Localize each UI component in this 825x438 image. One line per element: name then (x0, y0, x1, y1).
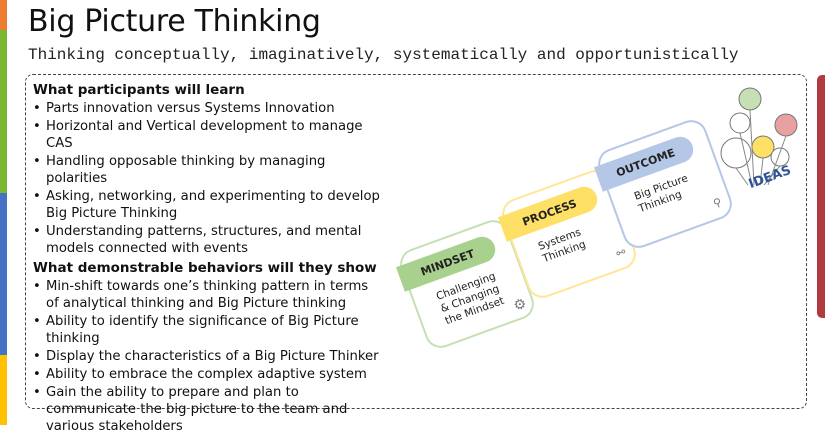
list-item: Gain the ability to prepare and plan to … (33, 384, 385, 435)
accent-strip-yellow (0, 355, 7, 425)
learning-column: What participants will learn Parts innov… (33, 82, 385, 438)
list-item: Min-shift towards one’s thinking pattern… (33, 278, 385, 312)
list-item: Asking, networking, and experimenting to… (33, 188, 385, 222)
mindset-text: Challenging & Changing the Mindset (434, 270, 506, 328)
accent-strip-blue (0, 193, 7, 355)
accent-strip-green (0, 30, 7, 193)
behaviors-heading: What demonstrable behaviors will they sh… (33, 260, 377, 276)
outcome-text: Big Picture Thinking (632, 172, 690, 216)
hierarchy-icon: ⚲ (711, 195, 724, 211)
page-title: Big Picture Thinking (28, 4, 321, 39)
list-item: Ability to embrace the complex adaptive … (33, 366, 385, 383)
side-accent-bar (817, 75, 825, 318)
list-item: Display the characteristics of a Big Pic… (33, 348, 385, 365)
page-subtitle: Thinking conceptually, imaginatively, sy… (28, 46, 739, 64)
accent-strip-orange (0, 0, 7, 30)
list-item: Handling opposable thinking by managing … (33, 153, 385, 187)
learn-heading: What participants will learn (33, 82, 245, 98)
lightbulbs-icon (720, 87, 798, 186)
list-item: Horizontal and Vertical development to m… (33, 118, 385, 152)
behaviors-list: Min-shift towards one’s thinking pattern… (33, 278, 385, 435)
list-item: Ability to identify the significance of … (33, 313, 385, 347)
network-icon: ⚯ (614, 245, 628, 261)
content-box (25, 74, 807, 409)
list-item: Parts innovation versus Systems Innovati… (33, 100, 385, 117)
process-text: Systems Thinking (536, 226, 588, 266)
learn-list: Parts innovation versus Systems Innovati… (33, 100, 385, 257)
gear-icon: ⚙ (511, 295, 529, 315)
list-item: Understanding patterns, structures, and … (33, 223, 385, 257)
